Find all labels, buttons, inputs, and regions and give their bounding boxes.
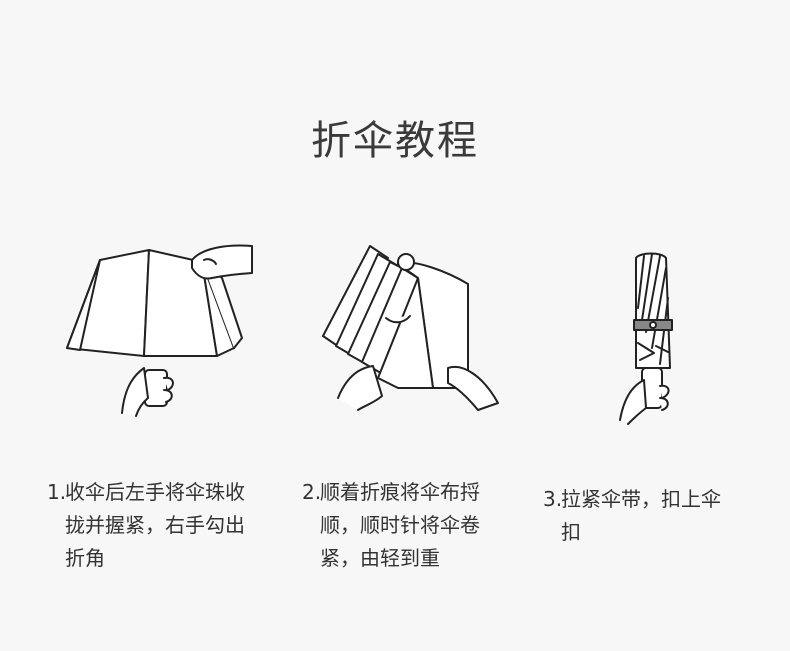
umbrella-fold-hands-icon — [318, 238, 508, 418]
step-3-text: 3. 拉紧伞带，扣上伞 扣 — [543, 483, 721, 549]
step-line: 折角 — [65, 546, 105, 570]
umbrella-closed-strap-icon — [610, 248, 690, 428]
step-number: 1. — [47, 480, 67, 504]
step-line: 顺着折痕将伞布捋 — [320, 480, 480, 504]
step-1-text: 1. 收伞后左手将伞珠收 拢并握紧，右手勾出 折角 — [47, 476, 245, 575]
step-line: 紧，由轻到重 — [320, 546, 440, 570]
step-2-text: 2. 顺着折痕将伞布捋 顺，顺时针将伞卷 紧，由轻到重 — [302, 476, 480, 575]
step-line: 扣 — [561, 520, 581, 544]
step-number: 2. — [302, 480, 322, 504]
page-title: 折伞教程 — [311, 118, 479, 164]
step-line: 收伞后左手将伞珠收 — [65, 480, 245, 504]
step-line: 拉紧伞带，扣上伞 — [561, 487, 721, 511]
step-line: 拢并握紧，右手勾出 — [65, 513, 245, 537]
umbrella-open-hands-icon — [52, 238, 262, 418]
step-line: 顺，顺时针将伞卷 — [320, 513, 480, 537]
step-number: 3. — [543, 487, 563, 511]
